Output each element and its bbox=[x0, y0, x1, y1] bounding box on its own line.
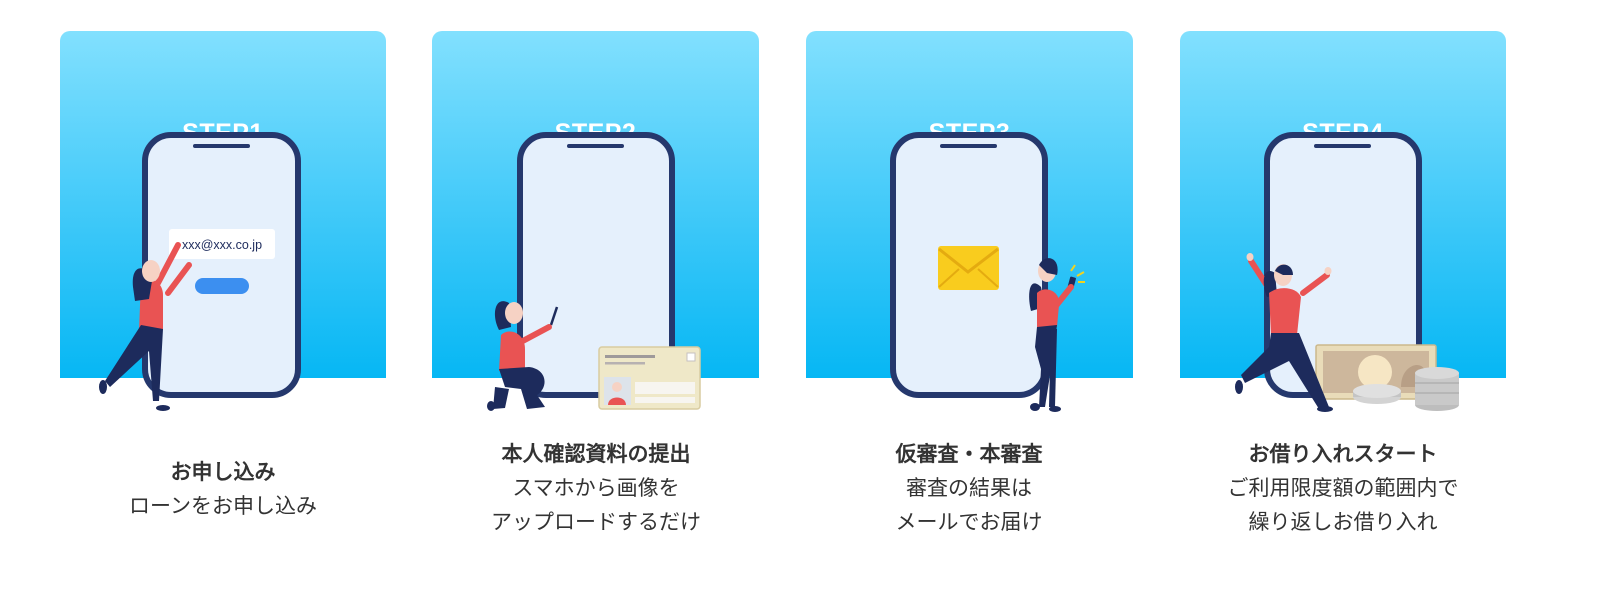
step-4-illustration bbox=[1235, 132, 1459, 412]
id-card-icon bbox=[598, 346, 701, 410]
step-1-title: お申し込み bbox=[170, 460, 276, 484]
step-1-illustration: xxx@xxx.co.jp bbox=[99, 132, 301, 411]
envelope-icon bbox=[938, 246, 999, 290]
step-2-line-2: アップロードするだけ bbox=[491, 510, 701, 534]
step-2-line-1: スマホから画像を bbox=[512, 476, 680, 500]
woman-with-phone-icon bbox=[1029, 258, 1085, 412]
step-1-line-1: ローンをお申し込み bbox=[129, 494, 317, 518]
woman-tapping-icon bbox=[99, 242, 192, 411]
email-input-graphic: xxx@xxx.co.jp bbox=[169, 229, 275, 259]
step-4-text: お借り入れスタート ご利用限度額の範囲内で 繰り返しお借り入れ bbox=[1163, 437, 1523, 539]
step-2-text: 本人確認資料の提出 スマホから画像を アップロードするだけ bbox=[416, 437, 776, 539]
step-3-line-2: メールでお届け bbox=[895, 510, 1043, 534]
step-3-illustration bbox=[890, 132, 1085, 412]
submit-button-graphic bbox=[195, 278, 249, 294]
step-4-title: お借り入れスタート bbox=[1248, 442, 1438, 466]
coin-stack-icon bbox=[1353, 367, 1459, 411]
step-2-title: 本人確認資料の提出 bbox=[501, 442, 691, 466]
step-4-line-2: 繰り返しお借り入れ bbox=[1248, 510, 1438, 534]
email-text: xxx@xxx.co.jp bbox=[182, 238, 262, 252]
step-1-text: お申し込み ローンをお申し込み bbox=[43, 437, 403, 523]
step-4-line-1: ご利用限度額の範囲内で bbox=[1227, 476, 1459, 500]
woman-kneeling-icon bbox=[487, 301, 559, 411]
woman-celebrating-icon bbox=[1235, 253, 1333, 412]
step-2-illustration bbox=[487, 132, 701, 411]
step-3-text: 仮審査・本審査 審査の結果は メールでお届け bbox=[789, 437, 1149, 539]
step-3-title: 仮審査・本審査 bbox=[895, 442, 1043, 466]
step-3-line-1: 審査の結果は bbox=[906, 476, 1032, 500]
phone-icon bbox=[517, 132, 675, 398]
